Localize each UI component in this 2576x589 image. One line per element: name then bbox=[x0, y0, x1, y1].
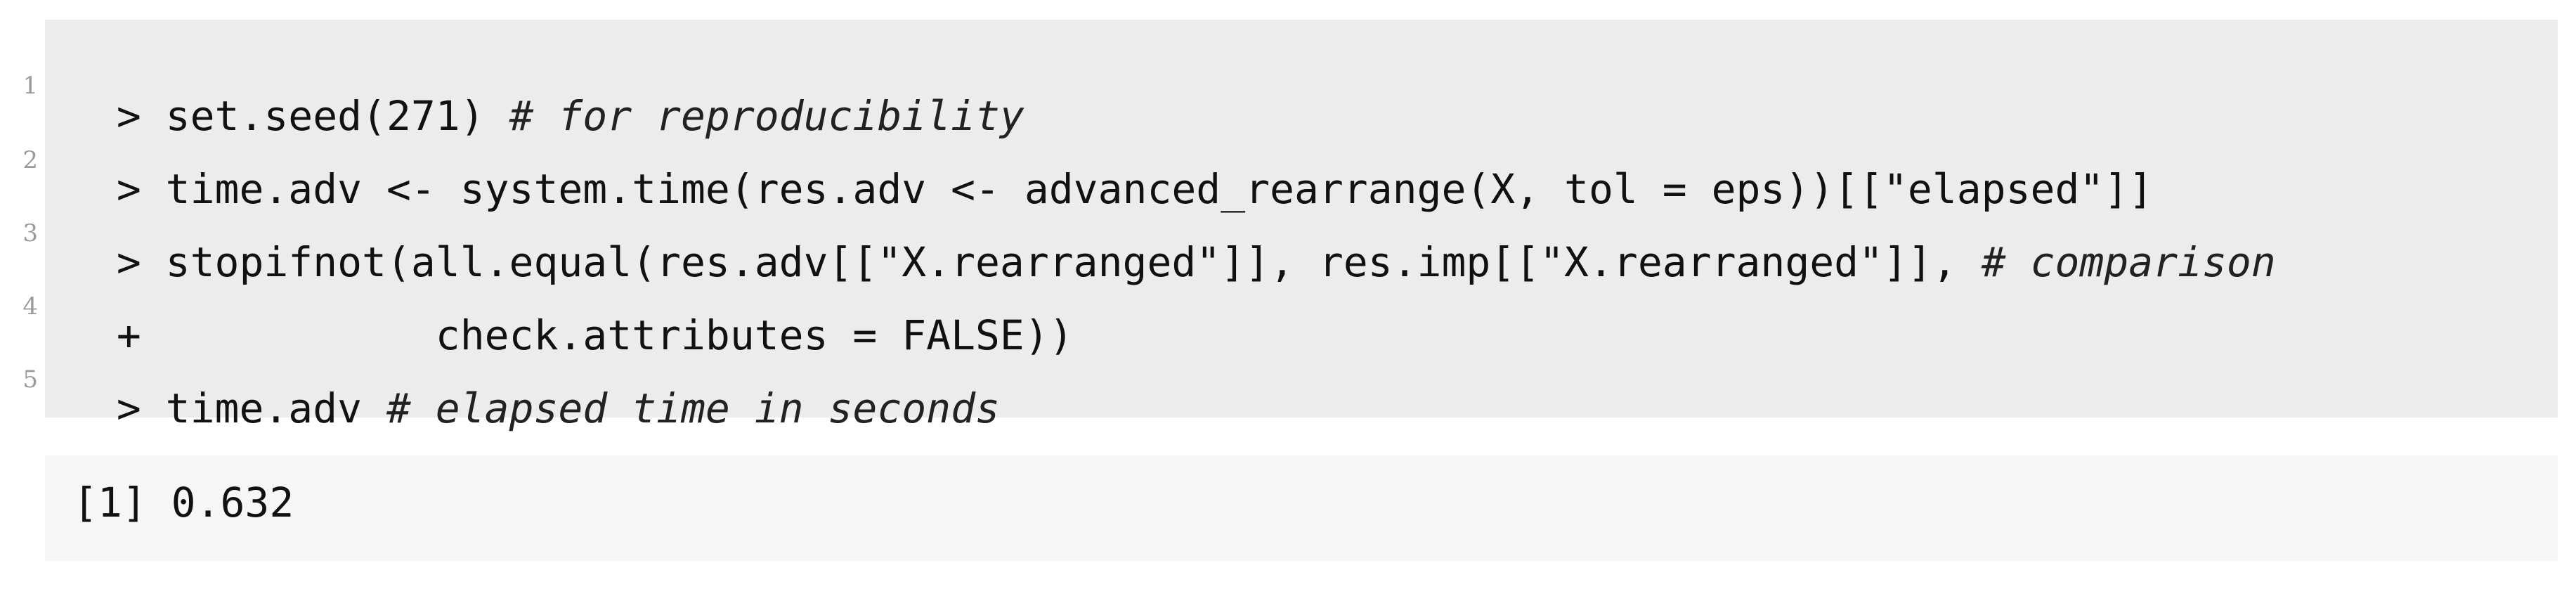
line-number-5: 5 bbox=[22, 365, 38, 394]
code-line-2: > time.adv <- system.time(res.adv <- adv… bbox=[67, 128, 2153, 209]
code-line-3: > stopifnot(all.equal(res.adv[["X.rearra… bbox=[67, 201, 2276, 283]
code-line-5: > time.adv # elapsed time in seconds bbox=[67, 347, 1000, 429]
code-comment: # for reproducibility bbox=[509, 92, 1024, 140]
code-text: > time.adv bbox=[116, 384, 386, 432]
line-number-4: 4 bbox=[22, 292, 38, 321]
code-line-4: + check.attributes = FALSE)) bbox=[67, 274, 1074, 356]
output-block bbox=[45, 455, 2558, 561]
code-text: + check.attributes = FALSE)) bbox=[116, 311, 1074, 359]
code-text: > time.adv <- system.time(res.adv <- adv… bbox=[116, 165, 2154, 213]
code-block bbox=[45, 20, 2558, 418]
line-number-3: 3 bbox=[22, 219, 38, 247]
code-text: > stopifnot(all.equal(res.adv[["X.rearra… bbox=[116, 238, 1982, 286]
code-line-1: > set.seed(271) # for reproducibility bbox=[67, 55, 1024, 136]
code-text: > set.seed(271) bbox=[116, 92, 509, 140]
code-comment: # comparison bbox=[1981, 238, 2276, 286]
output-text: [1] 0.632 bbox=[73, 479, 294, 526]
line-number-2: 2 bbox=[22, 146, 38, 174]
line-number-1: 1 bbox=[22, 72, 38, 100]
code-comment: # elapsed time in seconds bbox=[386, 384, 1000, 432]
